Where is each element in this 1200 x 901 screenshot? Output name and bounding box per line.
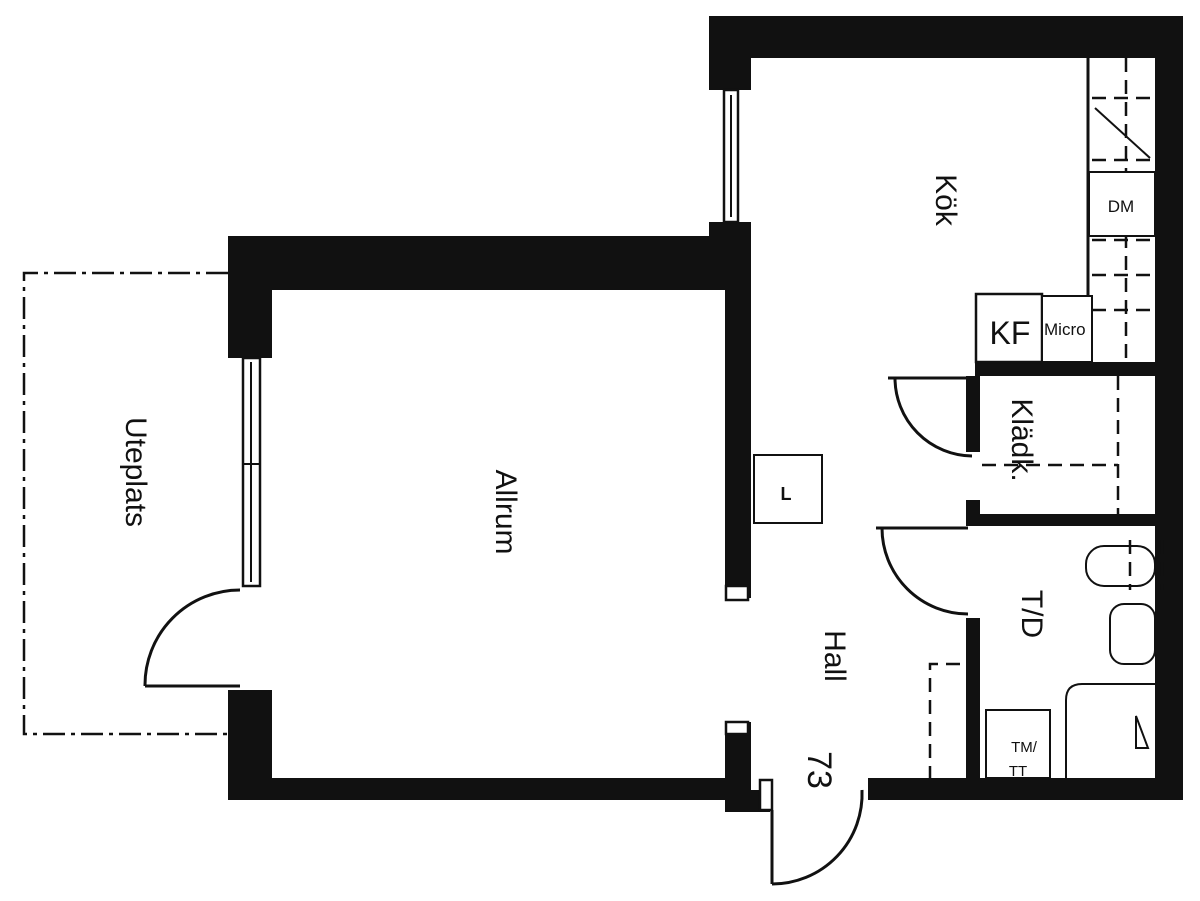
fixtures: [928, 58, 1164, 780]
living-room-label: Allrum: [489, 469, 522, 554]
washer-dryer-box: [985, 709, 1051, 779]
dishwasher-label: DM: [1108, 197, 1134, 216]
exterior-walls: [228, 16, 1183, 812]
closet-label: Klädk.: [1005, 398, 1038, 481]
patio-outline: [22, 271, 228, 736]
doors: [143, 376, 973, 886]
fridge-label: KF: [990, 315, 1031, 351]
washer-dryer-label-line2: TT: [1009, 763, 1027, 780]
hall-label: Hall: [818, 630, 851, 682]
patio-label: Uteplats: [119, 417, 152, 527]
windows: [241, 88, 774, 812]
dishwasher-box: [1088, 171, 1156, 237]
laundry-label: L: [781, 484, 792, 504]
microwave-label: Micro: [1044, 320, 1086, 339]
laundry-box: [753, 454, 823, 524]
bathroom-label: T/D: [1015, 590, 1048, 638]
fridge-box: [974, 292, 1044, 364]
microwave-box: [1041, 295, 1093, 363]
area-label: 73: [800, 751, 838, 789]
interior-walls: [966, 58, 1155, 782]
washer-dryer-label-line1: TM/: [1011, 739, 1038, 756]
kitchen-label: Kök: [929, 174, 962, 227]
